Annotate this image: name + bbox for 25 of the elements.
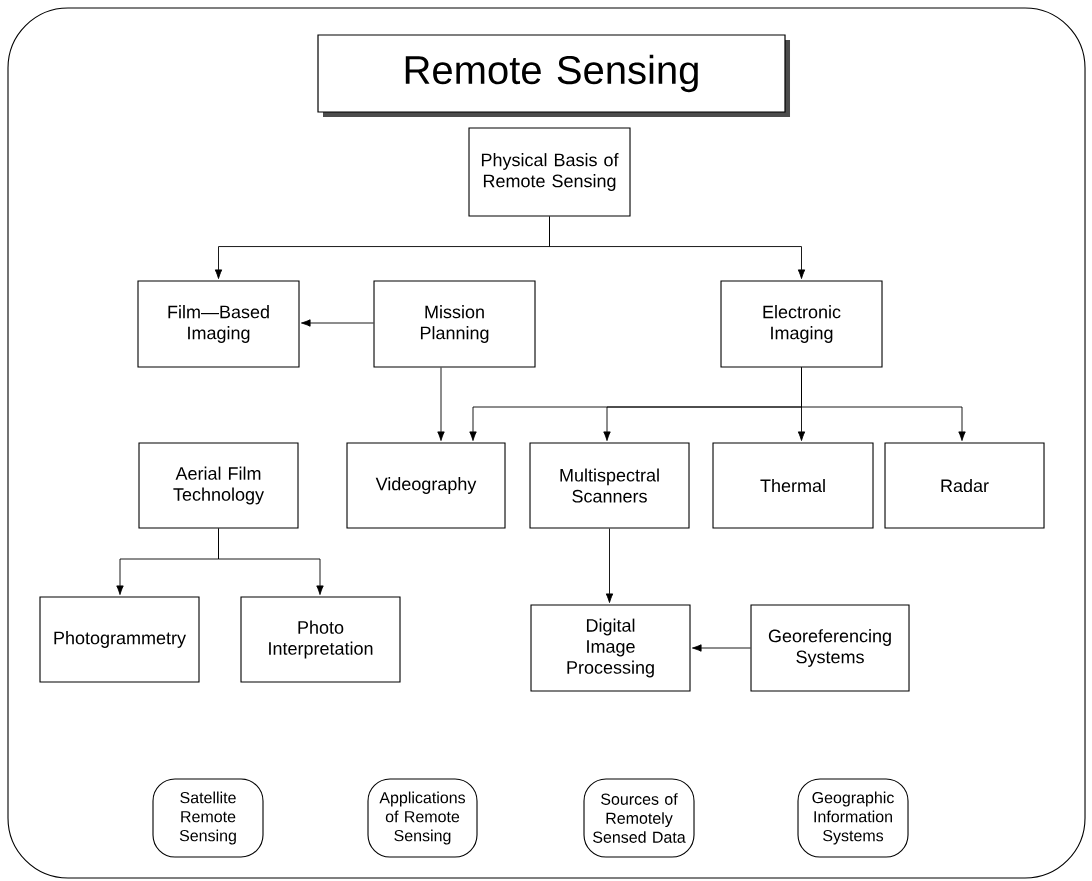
process-box: Film—Based Imaging — [137, 280, 300, 368]
process-box: Multispectral Scanners — [529, 442, 690, 529]
process-box: Thermal — [712, 442, 874, 529]
arrow — [605, 528, 614, 603]
process-box: Photogrammetry — [39, 596, 200, 683]
arrow — [218, 528, 324, 595]
process-box: Physical Basis of Remote Sensing — [468, 127, 631, 217]
title-box: Remote Sensing — [317, 34, 790, 117]
process-box: Videography — [346, 442, 506, 529]
process-box: Radar — [884, 442, 1045, 529]
process-box: Aerial Film Technology — [138, 442, 299, 529]
rounded-box: Applications of Remote Sensing — [367, 778, 478, 858]
rounded-box: Satellite Remote Sensing — [152, 778, 264, 858]
arrow — [437, 367, 445, 441]
rounded-box: Geographic Information Systems — [797, 778, 909, 858]
arrow — [801, 367, 966, 441]
process-box: Mission Planning — [373, 280, 536, 368]
process-box: Electronic Imaging — [720, 280, 883, 368]
process-box: Photo Interpretation — [240, 596, 401, 683]
process-box: Digital Image Processing — [530, 604, 691, 692]
arrow — [692, 644, 751, 652]
rounded-box: Sources of Remotely Sensed Data — [583, 778, 695, 858]
arrow — [301, 319, 374, 327]
process-box: Georeferencing Systems — [750, 604, 910, 692]
arrow — [549, 216, 806, 279]
